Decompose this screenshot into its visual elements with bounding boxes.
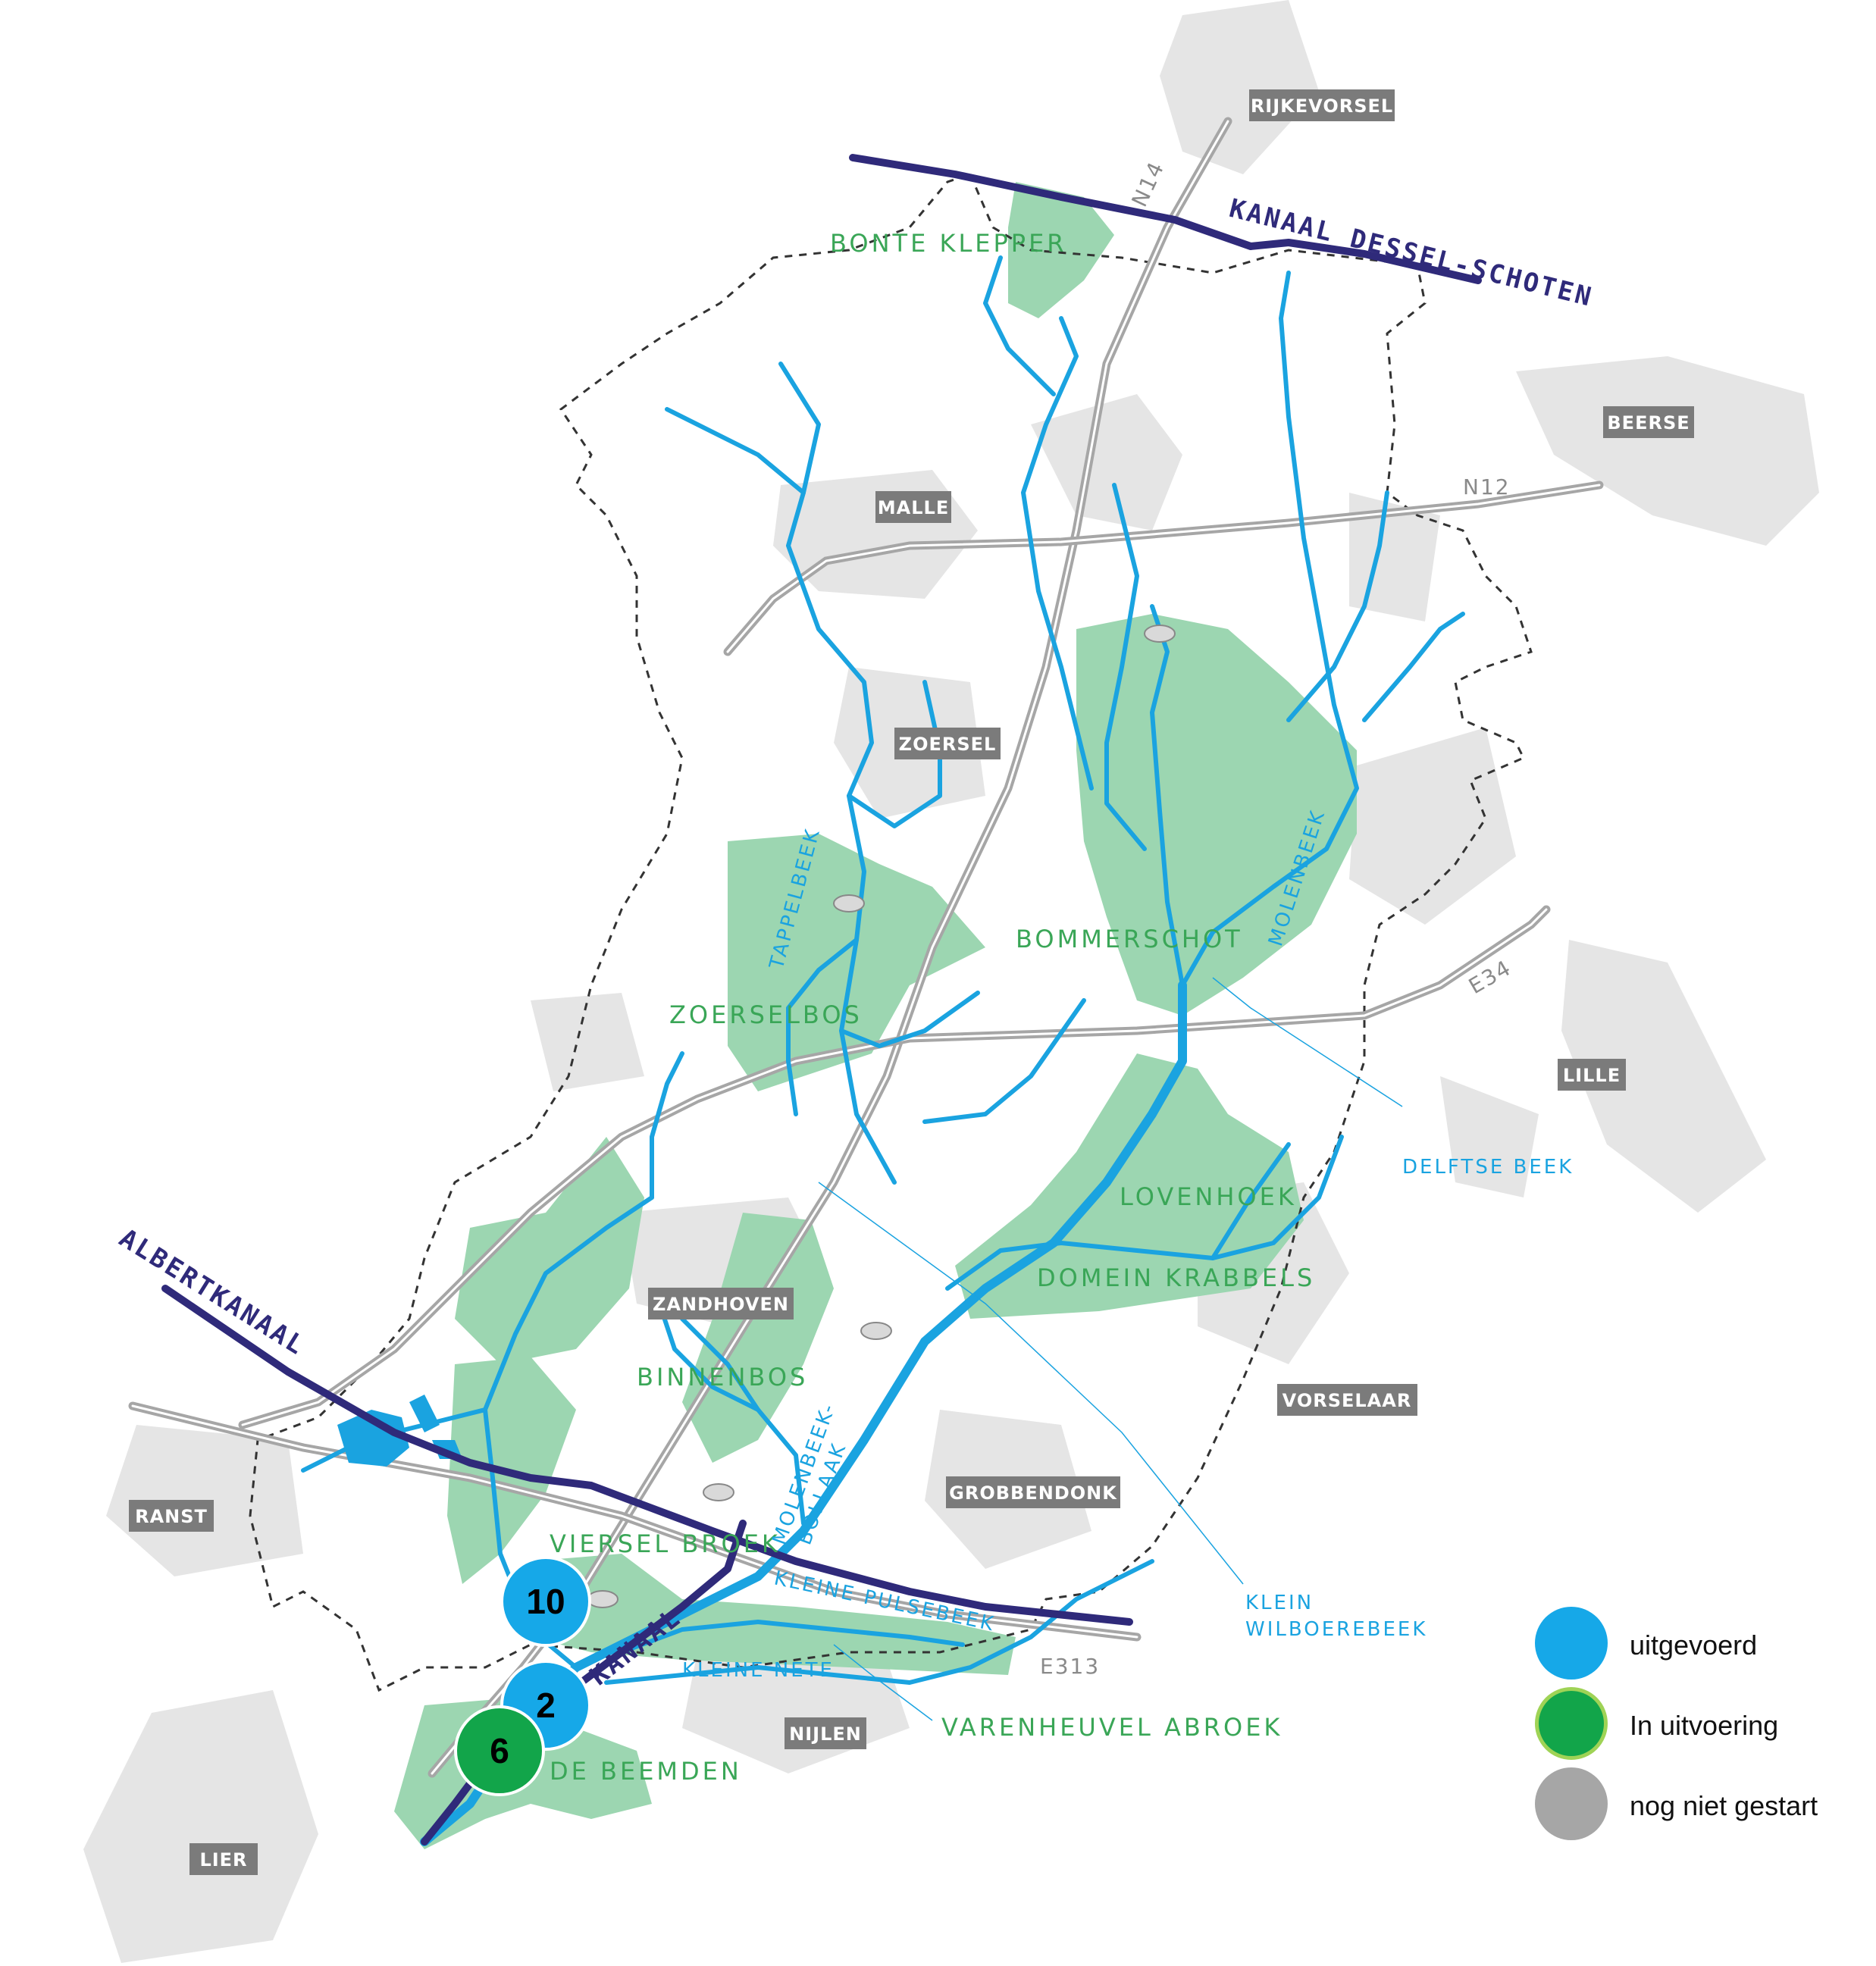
town-ranst: RANST [129,1500,214,1532]
label-lovenhoek: LOVENHOEK [1120,1182,1297,1211]
town-nijlen: NIJLEN [785,1717,866,1749]
leader-lines [818,977,1403,1721]
marker-6[interactable]: 6 [454,1705,545,1796]
town-label: ZOERSEL [899,734,997,755]
town-label: LIER [199,1849,247,1871]
label-n14: N14 [1126,157,1169,211]
town-label: ZANDHOVEN [653,1294,789,1315]
town-labels: RIJKEVORSEL BEERSE MALLE ZOERSEL LILLE Z… [129,89,1694,1875]
label-binnenbos: BINNENBOS [637,1363,808,1392]
marker-10[interactable]: 10 [500,1556,591,1647]
town-beerse: BEERSE [1603,406,1694,438]
town-grobbendonk: GROBBENDONK [946,1476,1120,1508]
label-albertkanaal: ALBERTKANAAL [114,1223,311,1362]
legend-item-nog-niet-gestart: nog niet gestart [1535,1767,1868,1843]
label-de-beemden: DE BEEMDEN [550,1757,742,1786]
label-n12: N12 [1463,474,1511,499]
town-lille: LILLE [1558,1059,1626,1091]
town-label: RIJKEVORSEL [1251,95,1393,117]
marker-label: 6 [490,1731,509,1770]
label-wilboerebeek: WILBOEREBEEK [1245,1618,1427,1641]
site-symbols [587,625,1176,1608]
town-label: VORSELAAR [1283,1390,1412,1411]
legend-label: uitgevoerd [1630,1629,1758,1661]
label-klein: KLEIN [1245,1592,1314,1614]
label-varenheuvel-abroek: VARENHEUVEL ABROEK [941,1713,1283,1742]
legend-swatch [1535,1607,1608,1680]
label-kanaal-dessel-schoten: KANAAL DESSEL-SCHOTEN [1226,193,1596,313]
legend-swatch [1535,1767,1608,1840]
town-zoersel: ZOERSEL [894,728,1001,759]
marker-circle [454,1705,545,1796]
marker-label: 10 [526,1582,565,1621]
label-zoerselbos: ZOERSELBOS [669,1000,863,1029]
legend-item-uitgevoerd: uitgevoerd [1535,1607,1868,1683]
town-label: NIJLEN [789,1723,862,1745]
town-vorselaar: VORSELAAR [1277,1384,1417,1416]
legend-label: nog niet gestart [1630,1790,1818,1821]
town-label: RANST [135,1506,208,1527]
road-labels: N14 N12 E34 E313 [1040,157,1516,1679]
label-e313: E313 [1040,1654,1100,1679]
legend-label: In uitvoering [1630,1710,1779,1741]
town-malle: MALLE [875,491,951,523]
project-markers: 10 2 6 [454,1556,591,1796]
legend-item-in-uitvoering: In uitvoering [1535,1687,1868,1763]
marker-label: 2 [536,1686,556,1725]
label-domein-krabbels: DOMEIN KRABBELS [1037,1263,1315,1292]
town-rijkevorsel: RIJKEVORSEL [1249,89,1395,121]
label-viersel-broek: VIERSEL BROEK [550,1529,781,1558]
label-bommerschot: BOMMERSCHOT [1016,925,1243,953]
label-kleine-nete: KLEINE NETE [682,1659,835,1682]
marker-circle [500,1556,591,1647]
town-label: LILLE [1563,1065,1621,1086]
town-label: BEERSE [1607,412,1690,434]
label-bonte-klepper: BONTE KLEPPER [830,229,1067,258]
town-label: MALLE [878,497,949,518]
town-lier: LIER [189,1843,258,1875]
nature-labels: BONTE KLEPPER BOMMERSCHOT ZOERSELBOS LOV… [550,229,1315,1786]
town-label: GROBBENDONK [949,1482,1117,1504]
legend-swatch [1535,1687,1608,1760]
canals [161,154,1482,1845]
label-delftse-beek: DELFTSE BEEK [1402,1156,1574,1179]
catchment-boundary [249,173,1533,1692]
town-zandhoven: ZANDHOVEN [648,1288,794,1320]
